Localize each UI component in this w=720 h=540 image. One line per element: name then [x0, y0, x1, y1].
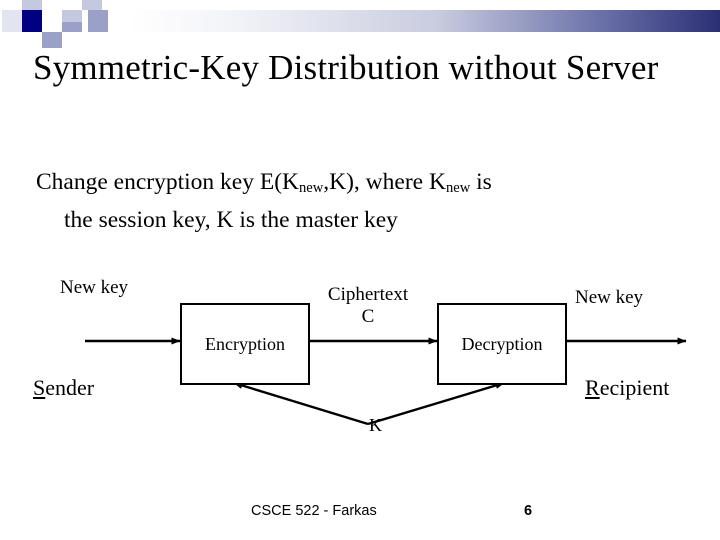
- page-title: Symmetric-Key Distribution without Serve…: [33, 48, 659, 87]
- label-ciphertext: Ciphertext C: [318, 284, 418, 328]
- body-line1-part-c: is: [470, 169, 492, 195]
- party-recipient-rest: ecipient: [599, 375, 670, 400]
- deco-square-mid-1: [42, 32, 62, 48]
- arrow-masterkey-to-encryption: [233, 381, 369, 426]
- footer-page-number: 6: [524, 503, 533, 519]
- party-sender-initial: S: [33, 375, 46, 400]
- encryption-box: Encryption: [180, 303, 310, 385]
- body-subscript-new-1: new: [299, 180, 324, 197]
- decryption-box-label: Decryption: [461, 333, 543, 354]
- header-gradient-bar: [130, 10, 720, 32]
- body-subscript-new-2: new: [445, 180, 471, 197]
- party-recipient-initial: R: [585, 375, 600, 400]
- arrow-masterkey-to-decryption: [367, 381, 505, 426]
- deco-square-mid-2: [62, 22, 82, 32]
- party-sender-rest: ender: [45, 375, 95, 400]
- label-new-key-left: New key: [60, 277, 129, 298]
- label-new-key-right: New key: [575, 287, 644, 308]
- slide-footer: CSCE 522 - Farkas 6: [0, 503, 720, 527]
- encryption-box-label: Encryption: [205, 333, 285, 354]
- footer-course-text: CSCE 522 - Farkas: [251, 503, 377, 519]
- deco-square-light-3: [82, 0, 102, 10]
- label-master-key: K: [369, 415, 382, 435]
- decorative-squares-group: [0, 0, 130, 48]
- body-bullet-text: Change encryption key E(Knew,K), where K…: [36, 166, 701, 236]
- body-line2: the session key, K is the master key: [64, 207, 398, 234]
- deco-square-navy: [22, 10, 42, 32]
- deco-square-light-1: [22, 0, 42, 10]
- body-line1-part-a: Change encryption key E(K: [36, 169, 299, 195]
- party-sender-label: Sender: [33, 375, 94, 401]
- party-recipient-label: Recipient: [585, 375, 669, 401]
- body-line1-part-b: ,K), where K: [323, 169, 446, 195]
- deco-square-mid-3: [88, 10, 108, 32]
- label-ciphertext-word: Ciphertext: [327, 284, 409, 305]
- label-ciphertext-symbol: C: [361, 306, 375, 327]
- decryption-box: Decryption: [437, 303, 567, 385]
- deco-square-pale-1: [2, 10, 22, 32]
